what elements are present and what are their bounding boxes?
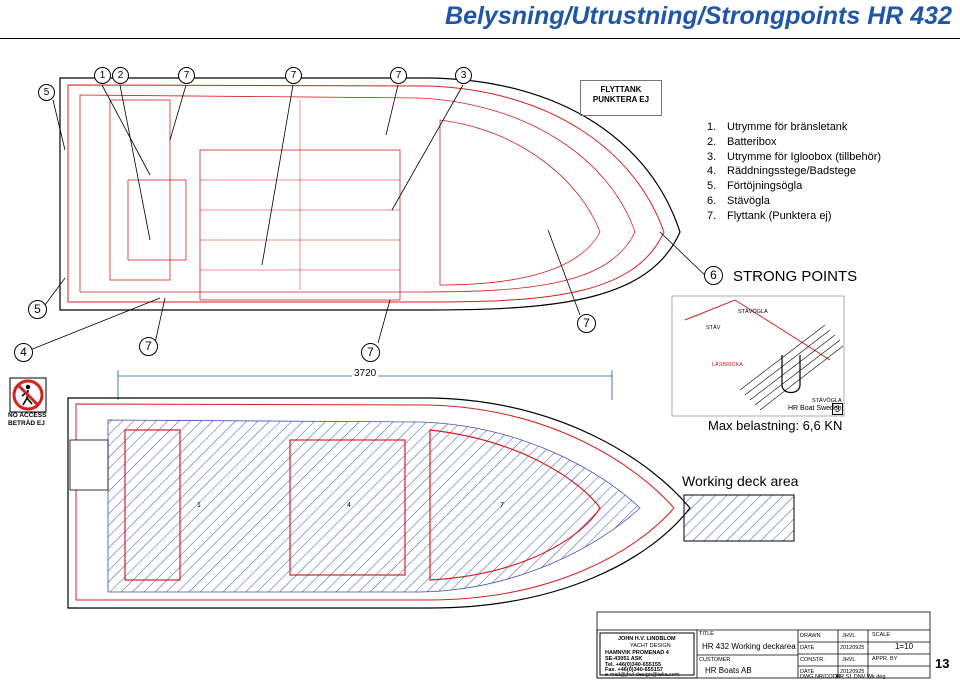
flyttank-line2: PUNKTERA EJ <box>592 95 650 104</box>
legend-item: 5.Förtöjningsögla <box>707 180 803 193</box>
bottom-aft-locker <box>69 439 109 491</box>
tb-appr-label: APPR. BY <box>872 656 898 662</box>
logo-line2: YACHT DESIGN <box>630 643 671 649</box>
detail-stavogla2: STÄVÖGLA <box>812 398 842 404</box>
tb-date-label: DATE <box>800 645 815 651</box>
detail-stavogla: STÄVÖGLA <box>738 309 768 315</box>
marker-7-side-a: 7 <box>139 337 158 356</box>
marker-4-side: 4 <box>14 343 33 362</box>
marker-7b: 7 <box>285 67 302 84</box>
legend-list: 1.Utrymme för bränsletank 2.Batteribox 3… <box>707 120 881 224</box>
tb-scale-value: 1=10 <box>895 642 914 651</box>
top-bow-locker <box>439 119 601 286</box>
logo-line3: HAMNVIK PROMENAD 4 <box>605 650 669 656</box>
marker-7c: 7 <box>390 67 407 84</box>
top-inner-line <box>79 94 636 293</box>
tb-title-label: TITLE <box>699 631 714 637</box>
top-hull-outline <box>59 77 681 311</box>
working-deck-label: Working deck area <box>682 473 799 489</box>
detail-frame <box>671 295 845 417</box>
detail-number: 3 <box>832 403 844 415</box>
tb-customer-value: HR Boats AB <box>705 666 752 675</box>
working-deck-sample <box>683 494 795 542</box>
top-hull-view <box>59 77 681 311</box>
tb-dwg-value: HR S1 DNV Wk deg <box>836 674 886 680</box>
marker-6-side: 6 <box>704 266 723 285</box>
stavogla-detail <box>671 295 845 417</box>
top-gunwale <box>67 84 665 303</box>
flyttank-line1: FLYTTANK <box>600 85 642 94</box>
dimension-label: 3720 <box>352 368 379 379</box>
logo-line1: JOHN H.V. LINDBLOM <box>618 636 676 642</box>
bottom-seat <box>124 429 181 581</box>
no-access-line2: BETRÄD EJ <box>8 420 45 427</box>
marker-1: 1 <box>94 67 111 84</box>
top-battery-box <box>127 179 187 261</box>
deck-number-7: 7 <box>500 502 504 509</box>
legend-item: 4.Räddningsstege/Badstege <box>707 165 857 178</box>
marker-5: 5 <box>38 84 55 101</box>
detail-stav: STÄV <box>706 325 721 331</box>
marker-3: 3 <box>455 67 472 84</box>
detail-eye <box>781 355 801 394</box>
detail-company: HR Boat Sweden <box>788 405 842 412</box>
top-leader-lines <box>29 84 713 351</box>
working-deck-hatched <box>107 419 641 593</box>
marker-5-side: 5 <box>28 300 47 319</box>
tb-date2-value: 20120925 <box>840 669 865 675</box>
legend-item: 6.Stävögla <box>707 194 770 207</box>
tb-dwg-label: DWG.NR/CODE <box>800 674 841 680</box>
flyttank-note: FLYTTANK PUNKTERA EJ <box>580 80 662 116</box>
tb-date-value: 20120925 <box>840 645 865 651</box>
detail-bow <box>684 299 831 361</box>
legend-item: 3.Utrymme för Igloobox (tillbehör) <box>707 150 882 163</box>
tb-title-value: HR 432 Working deckarea <box>702 642 796 651</box>
no-access-sign <box>9 377 47 413</box>
tb-constr-label: CONSTR. <box>800 657 825 663</box>
logo-line5: Tel. +46(0)340-655155 <box>605 662 662 668</box>
no-access-label: NO ACCESS BETRÄD EJ <box>8 412 46 428</box>
logo-line7: e-mail@jhvl-design@telia.com <box>605 672 680 678</box>
tb-constr-value: JHVL <box>842 657 856 663</box>
tb-date2-label: DATE <box>800 669 815 675</box>
title-rule <box>0 38 960 39</box>
detail-lasbricka: LÅSBRICKA <box>712 362 743 368</box>
no-access-line1: NO ACCESS <box>8 412 47 419</box>
page-title: Belysning/Utrustning/Strongpoints HR 432 <box>445 2 952 30</box>
tb-drawn-value: JHVL <box>842 633 856 639</box>
marker-7-side-c: 7 <box>577 314 596 333</box>
deck-number-4: 4 <box>347 502 351 509</box>
legend-item: 2.Batteribox <box>707 135 777 148</box>
title-block <box>596 611 931 679</box>
legend-item: 1.Utrymme för bränsletank <box>707 121 848 133</box>
logo-line6: Fax. +46(0)340-655157 <box>605 667 663 673</box>
tb-customer-label: CUSTOMER <box>699 657 731 663</box>
page-number: 13 <box>935 656 950 671</box>
bottom-gunwale <box>75 403 675 601</box>
bottom-bow-locker <box>429 429 601 581</box>
tb-drawn-label: DRAWN <box>800 633 821 639</box>
strong-points-label: STRONG POINTS <box>733 268 858 285</box>
marker-7a: 7 <box>178 67 195 84</box>
marker-7-side-b: 7 <box>361 343 380 362</box>
bottom-hull-view <box>67 397 691 609</box>
marker-2: 2 <box>112 67 129 84</box>
logo-line4: SE-43051 ASK <box>605 656 643 662</box>
tb-scale-label: SCALE <box>872 632 891 638</box>
legend-item: 7.Flyttank (Punktera ej) <box>707 209 832 222</box>
deck-number-1: 1 <box>197 502 201 509</box>
max-load-label: Max belastning: 6,6 KN <box>708 418 843 433</box>
top-aft-seat <box>109 99 171 281</box>
bottom-console <box>289 439 406 576</box>
